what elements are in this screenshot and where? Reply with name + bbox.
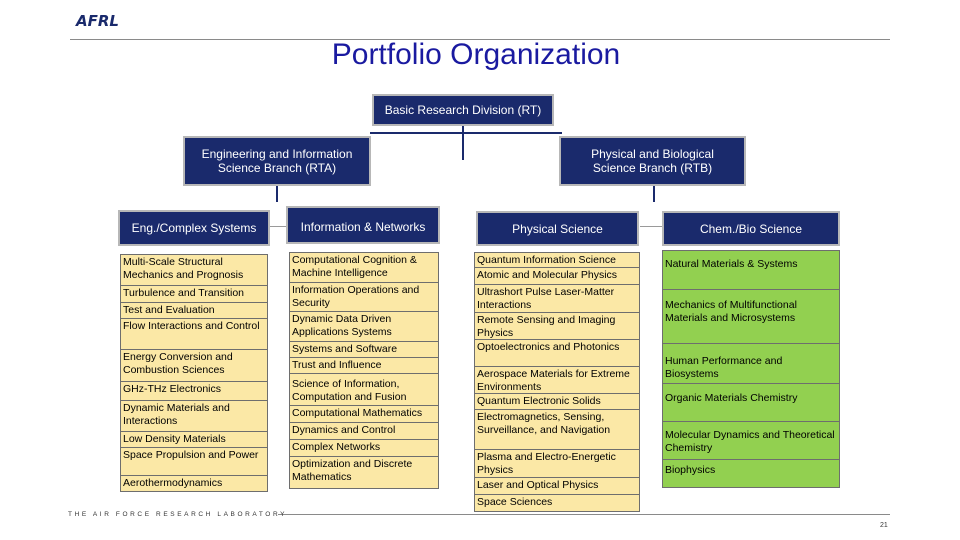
connector-rtb-h (640, 226, 664, 227)
list-item: Human Performance and Biosystems (662, 344, 840, 384)
branch-rtb-label: Physical and Biological Science Branch (… (591, 147, 714, 175)
list-item: Electromagnetics, Sensing, Surveillance,… (474, 410, 640, 450)
col2-list: Computational Cognition & Machine Intell… (289, 252, 439, 489)
col4-header: Chem./Bio Science (662, 211, 840, 246)
col1-header: Eng./Complex Systems (118, 210, 270, 246)
top-divider (70, 39, 890, 40)
list-item: Optimization and Discrete Mathematics (289, 457, 439, 489)
branch-rta-box: Engineering and Information Science Bran… (183, 136, 371, 186)
col2-header: Information & Networks (286, 206, 440, 244)
list-item: Test and Evaluation (120, 303, 268, 319)
list-item: Space Propulsion and Power (120, 448, 268, 476)
list-item: Optoelectronics and Photonics (474, 340, 640, 367)
list-item: Flow Interactions and Control (120, 319, 268, 350)
list-item: Aerospace Materials for Extreme Environm… (474, 367, 640, 394)
list-item: Computational Mathematics (289, 406, 439, 423)
col4-list: Natural Materials & Systems Mechanics of… (662, 250, 840, 488)
connector-division-down (462, 124, 464, 160)
col4-header-label: Chem./Bio Science (699, 221, 803, 236)
bottom-divider (278, 514, 890, 515)
list-item: Turbulence and Transition (120, 286, 268, 303)
list-item: Quantum Information Science (474, 252, 640, 268)
list-item: GHz-THz Electronics (120, 382, 268, 401)
list-item: Multi-Scale Structural Mechanics and Pro… (120, 254, 268, 286)
list-item: Natural Materials & Systems (662, 250, 840, 290)
division-label: Basic Research Division (RT) (384, 103, 542, 117)
connector-rta-h (268, 226, 288, 227)
list-item: Dynamic Materials and Interactions (120, 401, 268, 432)
list-item: Complex Networks (289, 440, 439, 457)
list-item: Mechanics of Multifunctional Materials a… (662, 290, 840, 344)
list-item: Low Density Materials (120, 432, 268, 448)
list-item: Space Sciences (474, 495, 640, 512)
list-item: Laser and Optical Physics (474, 478, 640, 495)
footer-tagline: THE AIR FORCE RESEARCH LABORATORY (68, 511, 288, 518)
col3-header-label: Physical Science (512, 221, 603, 236)
list-item: Trust and Influence (289, 358, 439, 374)
list-item: Dynamic Data Driven Applications Systems (289, 312, 439, 342)
branch-rta-label: Engineering and Information Science Bran… (201, 147, 353, 175)
col3-list: Quantum Information Science Atomic and M… (474, 252, 640, 512)
page-title: Portfolio Organization (331, 38, 621, 71)
list-item: Organic Materials Chemistry (662, 384, 840, 422)
col1-list: Multi-Scale Structural Mechanics and Pro… (120, 254, 268, 492)
connector-rtb-down (653, 184, 655, 202)
list-item: Aerothermodynamics (120, 476, 268, 492)
list-item: Atomic and Molecular Physics (474, 268, 640, 285)
connector-rta-down (276, 184, 278, 202)
list-item: Molecular Dynamics and Theoretical Chemi… (662, 422, 840, 460)
col3-header: Physical Science (476, 211, 639, 246)
col1-header-label: Eng./Complex Systems (131, 221, 257, 235)
list-item: Quantum Electronic Solids (474, 394, 640, 410)
page-number: 21 (880, 522, 888, 529)
list-item: Systems and Software (289, 342, 439, 358)
afrl-logo: AFRL (76, 12, 119, 30)
division-box: Basic Research Division (RT) (372, 94, 554, 126)
list-item: Dynamics and Control (289, 423, 439, 440)
list-item: Energy Conversion and Combustion Science… (120, 350, 268, 382)
branch-rtb-box: Physical and Biological Science Branch (… (559, 136, 746, 186)
list-item: Science of Information, Computation and … (289, 374, 439, 406)
list-item: Remote Sensing and Imaging Physics (474, 313, 640, 340)
list-item: Biophysics (662, 460, 840, 488)
col2-header-label: Information & Networks (300, 220, 426, 234)
list-item: Ultrashort Pulse Laser-Matter Interactio… (474, 285, 640, 313)
list-item: Information Operations and Security (289, 283, 439, 312)
list-item: Computational Cognition & Machine Intell… (289, 252, 439, 283)
list-item: Plasma and Electro-Energetic Physics (474, 450, 640, 478)
connector-branch-horizontal (370, 132, 562, 134)
